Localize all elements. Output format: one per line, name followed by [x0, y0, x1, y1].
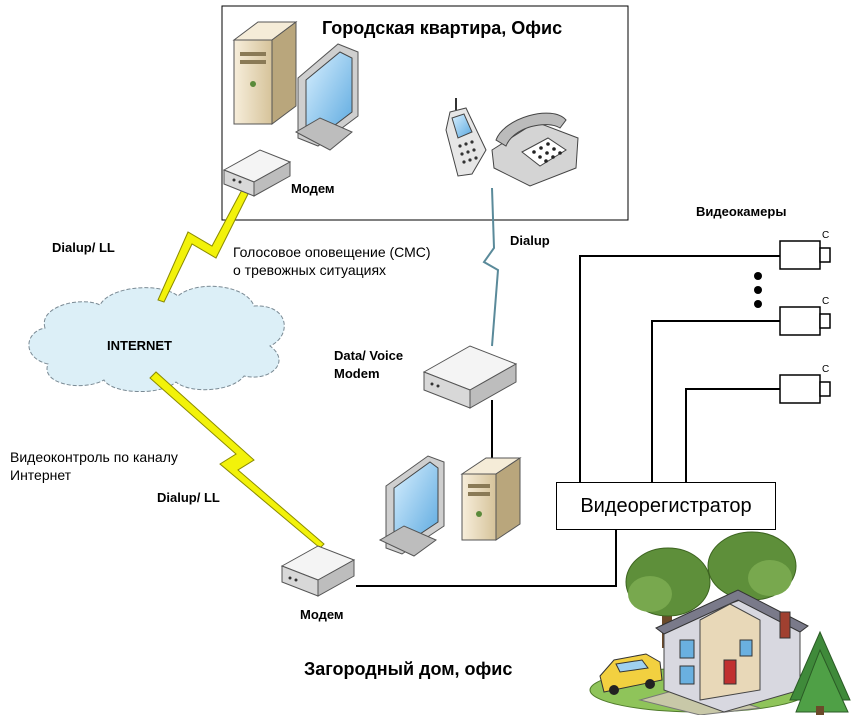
home-modem-device	[280, 545, 356, 597]
camera-mark: С	[822, 230, 830, 241]
home-monitor	[378, 455, 445, 557]
wire-modem-recorder	[356, 530, 617, 587]
internet-cloud	[28, 285, 285, 392]
dialup-ll-bottom-label: Dialup/ LL	[157, 490, 220, 505]
office-modem-label: Модем	[291, 181, 335, 196]
home-pc-tower	[460, 457, 522, 541]
ellipsis-dots	[754, 272, 762, 308]
camera-icon	[779, 306, 831, 336]
link-bolt-top	[157, 185, 251, 303]
office-frame	[221, 5, 629, 221]
dialup-phone-label: Dialup	[510, 233, 550, 248]
desk-phone	[491, 112, 579, 187]
wire-camera3	[685, 388, 780, 482]
data-voice-modem-label-1: Data/ Voice	[334, 348, 404, 363]
office-modem-device	[222, 149, 292, 197]
data-voice-modem-label-2: Modem	[334, 366, 380, 381]
camera-mark: С	[822, 364, 830, 375]
office-monitor	[294, 43, 359, 151]
office-title: Городская квартира, Офис	[322, 18, 563, 38]
link-bolt-bottom	[149, 371, 325, 549]
video-note-line1: Видеоконтроль по каналу	[10, 449, 178, 465]
camera-icon	[779, 240, 831, 270]
wire-camera1	[579, 255, 780, 482]
video-recorder-box: Видеорегистратор	[556, 482, 776, 530]
sms-note-line2: о тревожных ситуациях	[233, 262, 387, 278]
office-pc-tower	[232, 21, 298, 125]
home-modem-label: Модем	[300, 607, 344, 622]
mobile-phone	[445, 98, 487, 177]
video-note-line2: Интернет	[10, 467, 72, 483]
wire-camera2	[651, 320, 780, 482]
sms-note-line1: Голосовое оповещение (СМС)	[233, 244, 431, 260]
link-dialup-phone	[482, 187, 500, 347]
dialup-ll-top-label: Dialup/ LL	[52, 240, 115, 255]
cameras-label: Видеокамеры	[696, 204, 787, 219]
internet-label: INTERNET	[107, 338, 172, 353]
home-title: Загородный дом, офис	[304, 659, 513, 679]
data-voice-modem-device	[422, 345, 518, 409]
camera-mark: С	[822, 296, 830, 307]
video-recorder-label: Видеорегистратор	[580, 494, 752, 517]
camera-icon	[779, 374, 831, 404]
country-house-illustration	[589, 531, 851, 715]
